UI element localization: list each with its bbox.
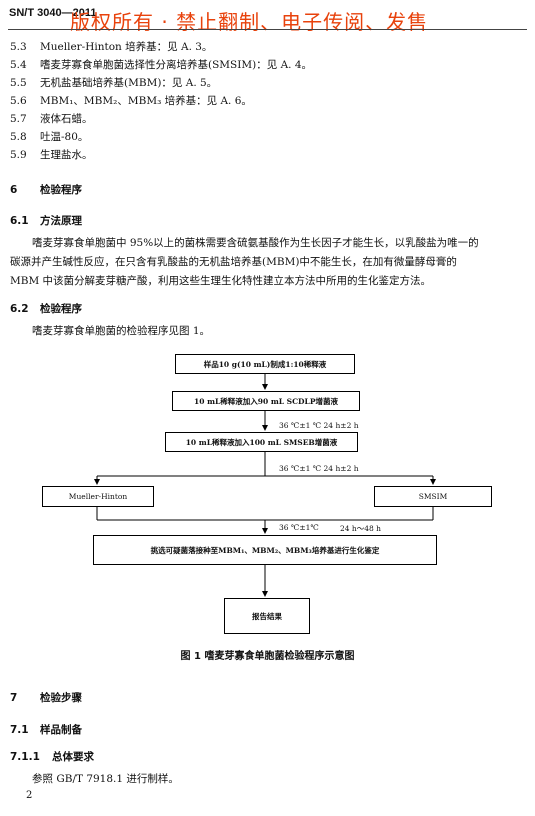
principle-paragraph: 嗜麦芽寡食单胞菌中 95%以上的菌株需要含硫氨基酸作为生长因子才能生长，以乳酸盐… <box>10 237 479 287</box>
copyright-watermark: 版权所有 · 禁止翻制、电子传阅、发售 <box>70 10 429 34</box>
flow-step-scdlp: 10 mL稀释液加入90 mL SCDLP增菌液 <box>172 391 360 411</box>
incubation-condition: 36 ℃±1 ℃ 24 h±2 h <box>279 421 359 430</box>
document-code: SN/T 3040—2011 <box>9 7 97 19</box>
flow-step-sample: 样品10 g(10 mL)制成1:10稀释液 <box>175 354 355 374</box>
figure-caption: 图 1 嗜麦芽寡食单胞菌检验程序示意图 <box>180 651 355 662</box>
incubation-condition: 36 ℃±1 ℃ 24 h±2 h <box>279 464 359 473</box>
flow-box-smsim: SMSIM <box>374 486 492 507</box>
flow-step-report: 报告结果 <box>224 598 310 634</box>
flow-step-biochem: 挑选可疑菌落接种至MBM₁、MBM₂、MBM₃培养基进行生化鉴定 <box>93 535 437 565</box>
sampling-paragraph: 参照 GB/T 7918.1 进行制样。 <box>32 773 179 785</box>
flow-box-mueller-hinton: Mueller-Hinton <box>42 486 154 507</box>
header-rule <box>8 29 527 30</box>
page-number: 2 <box>26 790 33 801</box>
flow-step-smseb: 10 mL稀释液加入100 mL SMSEB增菌液 <box>165 432 358 452</box>
procedure-paragraph: 嗜麦芽寡食单胞菌的检验程序见图 1。 <box>32 325 211 337</box>
incubation-temperature: 36 ℃±1℃ <box>279 523 319 532</box>
incubation-time: 24 h～48 h <box>340 524 382 533</box>
